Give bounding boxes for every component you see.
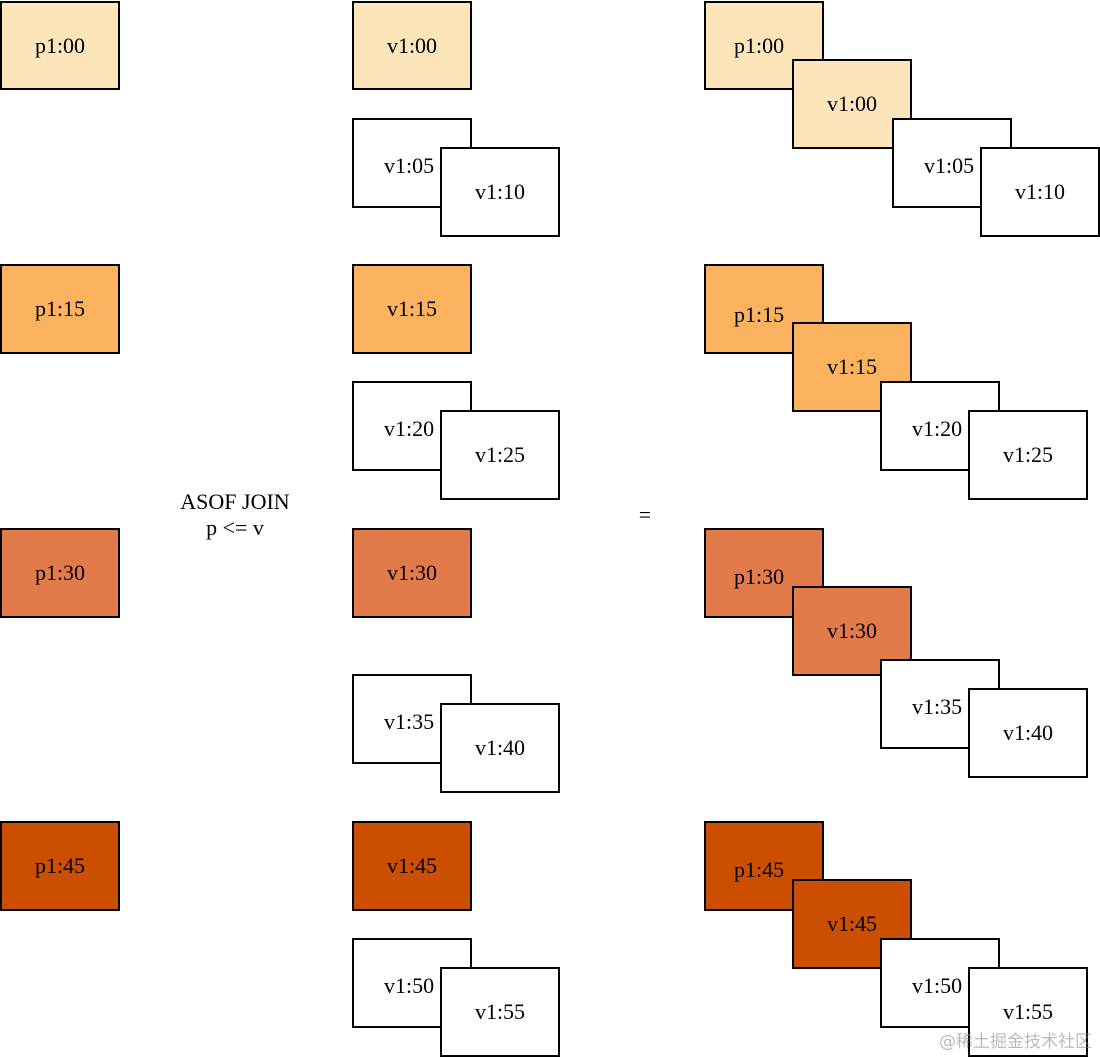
box-label: p1:30 [734,564,785,589]
p-box-45: p1:45 [0,821,120,911]
v-box-00: v1:00 [352,1,472,90]
box-label: v1:00 [386,32,438,58]
box-label: p1:45 [34,853,86,878]
p-box-30: p1:30 [0,528,120,618]
box-label: v1:25 [1002,442,1054,467]
box-label: p1:15 [734,302,785,327]
result-v-box-15: v1:15 [792,322,912,412]
asof-join-label: ASOF JOIN p <= v [150,489,320,541]
box-label: v1:00 [826,91,878,116]
result-v-box-40: v1:40 [968,688,1088,778]
box-label: p1:30 [34,560,86,585]
box-label: v1:30 [826,618,878,643]
box-label: v1:15 [826,354,878,379]
box-label: v1:50 [384,973,435,998]
box-label: v1:10 [1014,179,1066,204]
box-label: v1:30 [386,560,438,585]
v-box-30: v1:30 [352,528,472,618]
v-box-10: v1:10 [440,147,560,237]
watermark: @稀土掘金技术社区 [939,1032,1092,1052]
box-label: p1:15 [34,296,86,321]
v-box-55: v1:55 [440,967,560,1057]
box-label: v1:20 [912,416,963,441]
box-label: v1:05 [384,153,435,178]
box-label: p1:45 [734,857,785,882]
box-label: v1:20 [384,416,435,441]
box-label: p1:00 [734,33,785,58]
result-v-box-45: v1:45 [792,879,912,969]
result-v-box-55: v1:55 [968,967,1088,1057]
equals-sign: = [638,502,652,527]
box-label: v1:50 [912,973,963,998]
v-box-15: v1:15 [352,264,472,354]
join-condition: p <= v [206,515,264,540]
box-label: v1:10 [474,179,526,204]
box-label: v1:45 [386,853,438,878]
box-label: p1:00 [34,32,86,58]
box-label: v1:35 [912,694,963,719]
v-box-45: v1:45 [352,821,472,911]
result-v-box-10: v1:10 [980,147,1100,237]
box-label: v1:40 [1002,720,1054,745]
box-label: v1:25 [474,442,526,467]
box-label: v1:05 [924,153,975,178]
box-label: v1:45 [826,911,878,936]
p-box-15: p1:15 [0,264,120,354]
box-label: v1:55 [474,999,526,1024]
asof-join-title: ASOF JOIN [180,489,290,514]
result-v-box-25: v1:25 [968,410,1088,500]
v-box-40: v1:40 [440,703,560,793]
box-label: v1:35 [384,709,435,734]
v-box-25: v1:25 [440,410,560,500]
box-label: v1:55 [1002,999,1054,1024]
box-label: v1:40 [474,735,526,760]
p-box-00: p1:00 [0,1,120,90]
box-label: v1:15 [386,296,438,321]
